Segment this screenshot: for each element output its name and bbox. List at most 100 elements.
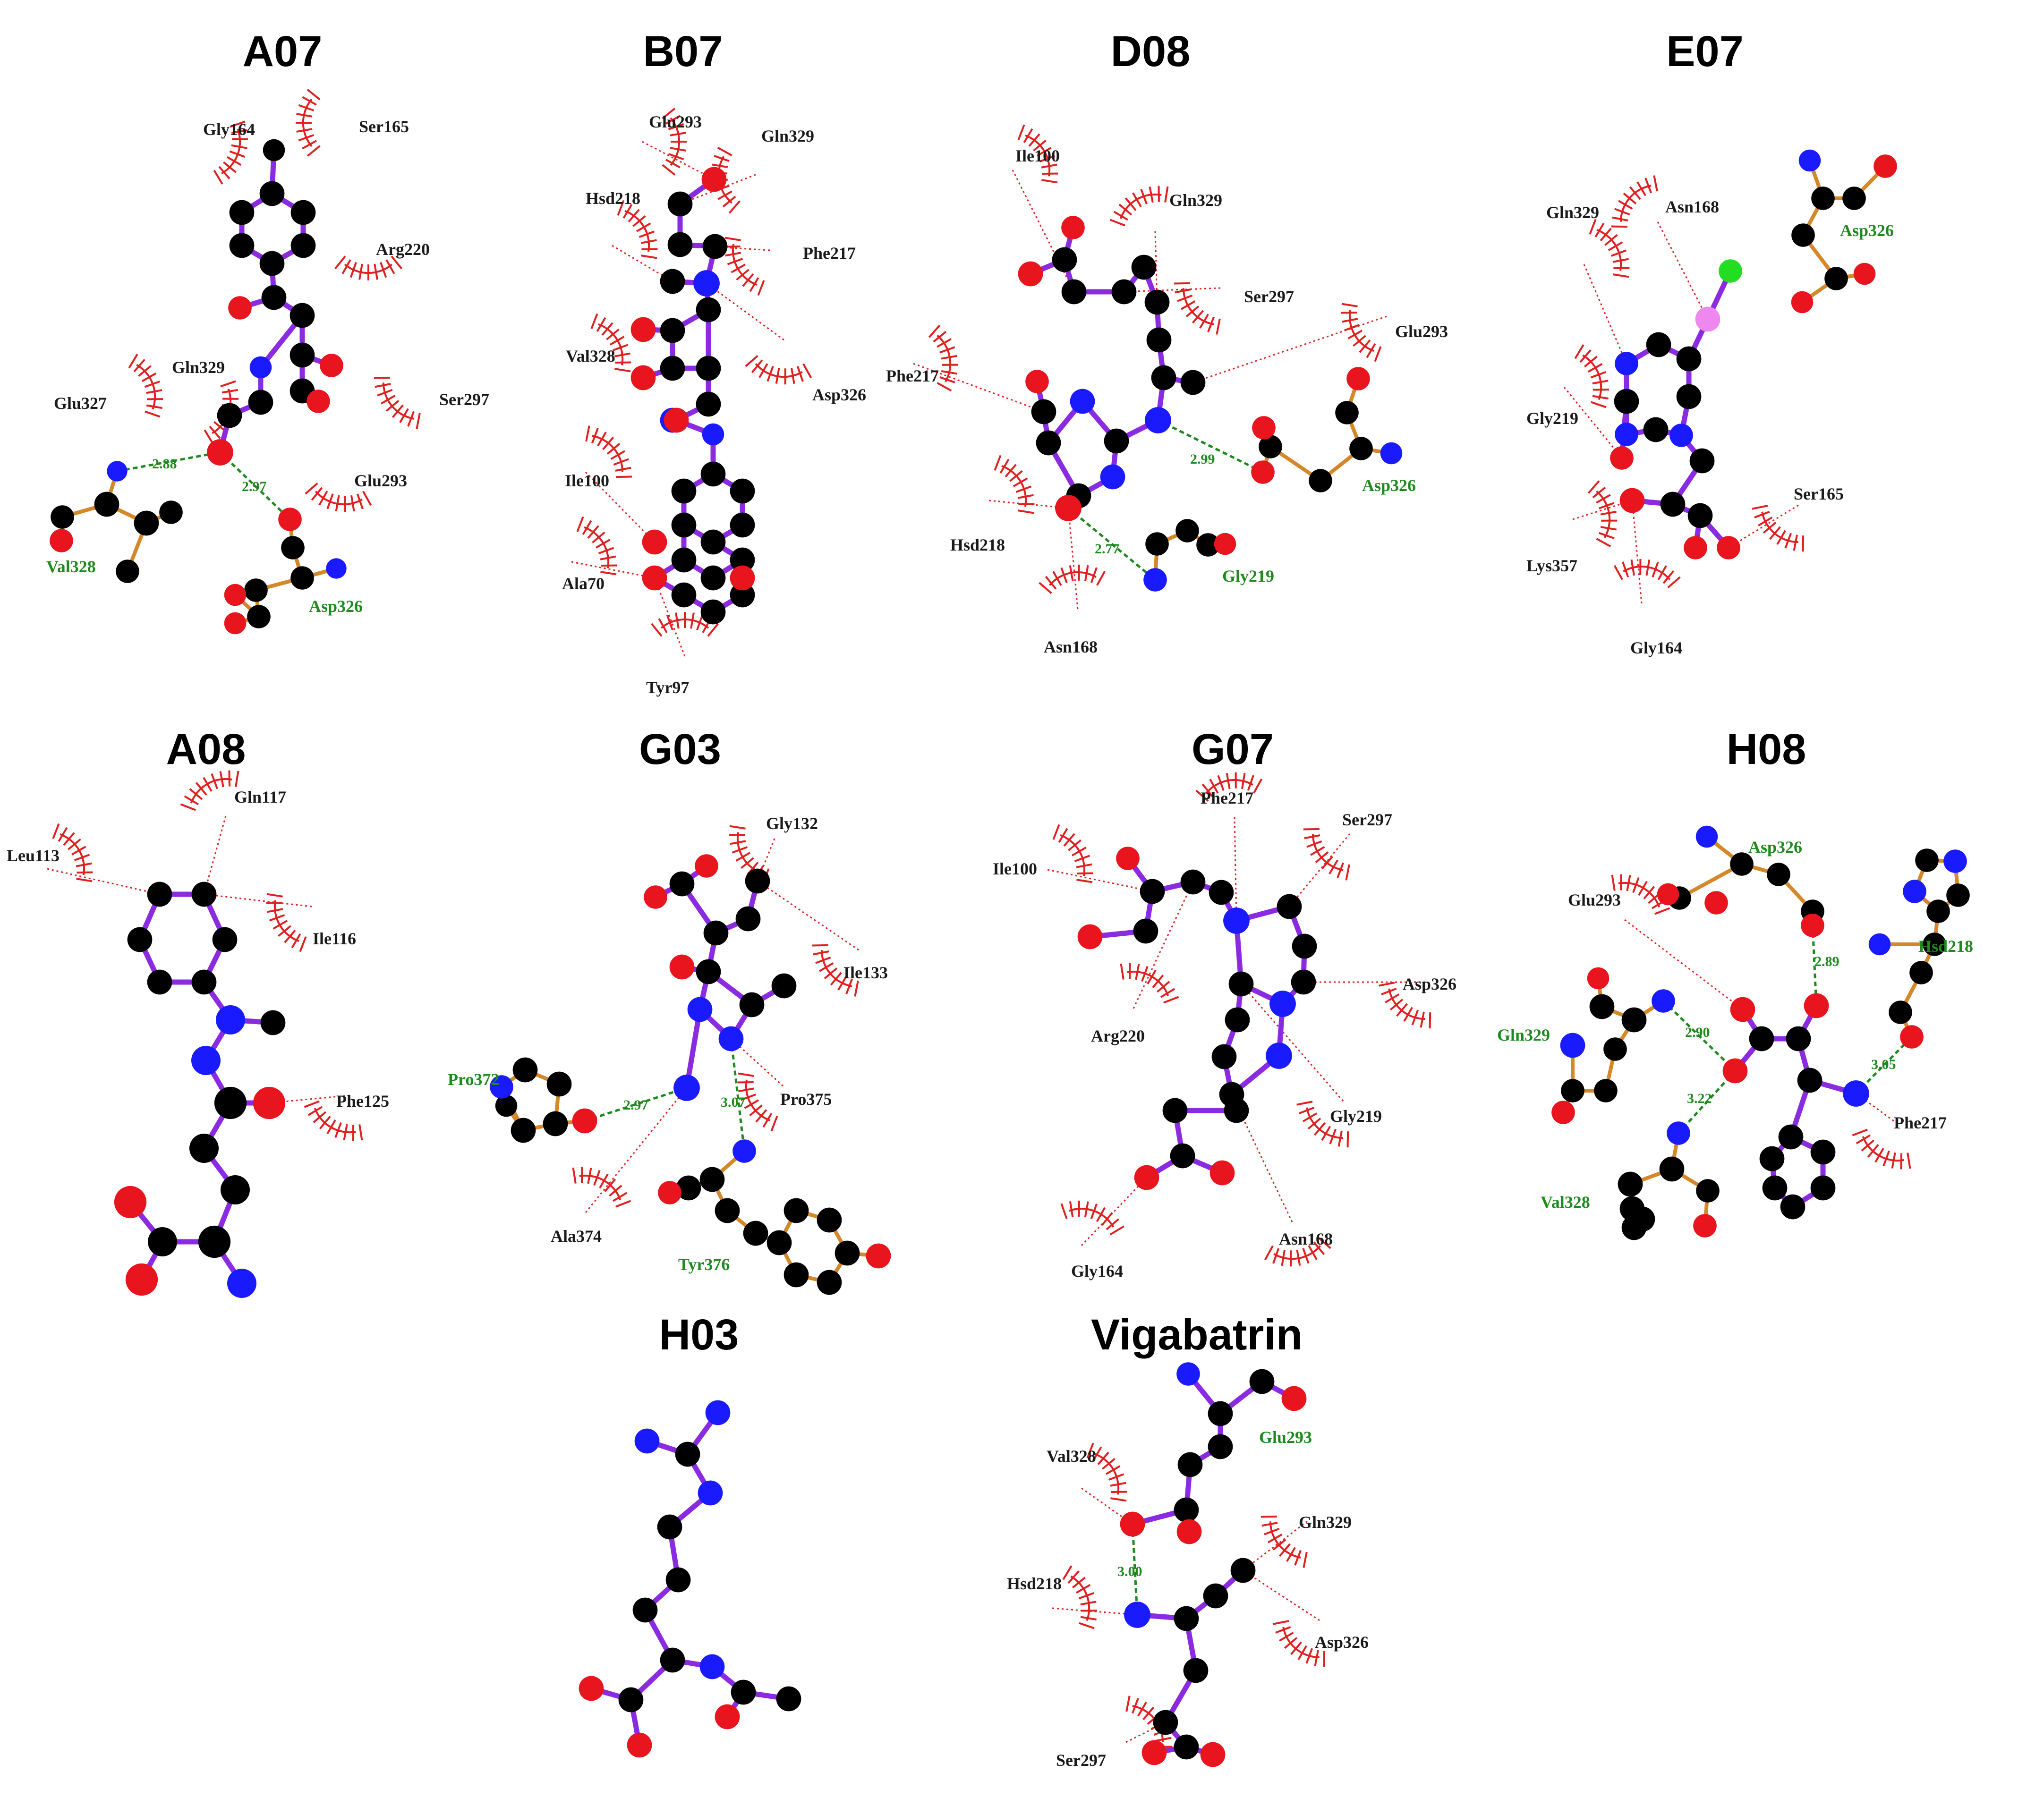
oxygen-atom-icon: [1801, 914, 1824, 937]
hydrophobic-arc-spoke: [937, 338, 952, 348]
hydrophobic-arc-spoke: [1268, 1534, 1283, 1543]
hbond-line: [1662, 1000, 1736, 1072]
carbon-atom-icon: [1335, 401, 1359, 424]
hydrophobic-arc-spoke: [1275, 1626, 1291, 1634]
hydrophobic-arc-spoke: [296, 128, 313, 133]
hydrophobic-arc-spoke: [1129, 963, 1131, 979]
hydrophobic-arc-spoke: [1137, 1702, 1147, 1717]
carbon-atom-icon: [1259, 435, 1282, 458]
carbon-atom-icon: [700, 565, 726, 591]
residue-label-ser165: Ser165: [1794, 484, 1844, 503]
residue-label-ser297: Ser297: [439, 390, 489, 409]
hydrophobic-arc-spoke: [784, 368, 786, 385]
residue-label-ile100: Ile100: [1015, 146, 1060, 165]
residue-label-asp326: Asp326: [1403, 975, 1456, 993]
carbon-atom-icon: [1618, 1171, 1643, 1197]
hydrophobic-arc-spoke: [1611, 874, 1616, 891]
residue-label-gln329: Gln329: [1546, 203, 1599, 222]
hydrophobic-arc-spoke: [229, 150, 246, 158]
carbon-atom-icon: [1183, 1658, 1209, 1683]
oxygen-atom-icon: [1684, 536, 1707, 560]
hydrophobic-arc-spoke: [1867, 1144, 1879, 1158]
hydrophobic-arc-spoke: [1142, 1706, 1155, 1721]
carbon-atom-icon: [667, 191, 693, 217]
hydrophobic-arc-spoke: [690, 612, 695, 629]
hydrophobic-arc-spoke: [668, 153, 684, 161]
hydrophobic-arc-spoke: [1596, 538, 1611, 548]
carbon-atom-icon: [1561, 1079, 1584, 1102]
residue-label-arg220: Arg220: [1091, 1026, 1145, 1045]
carbon-atom-icon: [1689, 448, 1715, 474]
hydrophobic-arc-spoke: [585, 425, 590, 442]
carbon-atom-icon: [1614, 389, 1639, 414]
hydrophobic-arc-spoke: [147, 398, 163, 400]
hbond-residue-label-hsd218: Hsd218: [1918, 937, 1973, 956]
hydrophobic-arc-spoke: [812, 944, 828, 947]
hydrophobic-arc-spoke: [1092, 1446, 1102, 1462]
carbon-atom-icon: [290, 200, 316, 225]
hydrophobic-arc-spoke: [1653, 175, 1658, 192]
carbon-atom-icon: [1175, 519, 1199, 543]
hydrophobic-arc-spoke: [211, 773, 218, 789]
residue-label-hsd218: Hsd218: [586, 189, 640, 208]
hydrophobic-arc-spoke: [1052, 571, 1062, 586]
residue-label-ile116: Ile116: [313, 929, 356, 948]
hydrophobic-arc-spoke: [407, 411, 415, 427]
residue-label-lys357: Lys357: [1526, 556, 1577, 575]
hydrophobic-arc-spoke: [141, 372, 157, 382]
residue-label-gln329: Gln329: [1299, 1513, 1352, 1532]
hydrophobic-arc-spoke: [738, 1072, 754, 1077]
carbon-atom-icon: [1153, 1710, 1178, 1735]
residue-bond: [1678, 862, 1744, 900]
hydrophobic-contact-icon: [374, 376, 421, 429]
hydrophobic-arc-spoke: [221, 389, 238, 394]
hydrophobic-arc-spoke: [1769, 526, 1781, 540]
oxygen-atom-icon: [579, 1676, 604, 1701]
hydrophobic-arc-spoke: [375, 383, 391, 388]
hydrophobic-arc-spoke: [1009, 470, 1023, 482]
carbon-atom-icon: [1786, 1026, 1811, 1051]
residue-label-ser297: Ser297: [1342, 810, 1392, 829]
hydrophobic-arc-spoke: [1141, 966, 1149, 982]
hydrophobic-arc-spoke: [213, 170, 223, 185]
hydrophobic-arc-spoke: [736, 269, 749, 281]
hydrophobic-arc-spoke: [729, 834, 745, 836]
hydrophobic-arc-spoke: [658, 618, 668, 633]
nitrogen-atom-icon: [1223, 907, 1250, 934]
hydrophobic-arc-spoke: [1078, 1592, 1095, 1600]
carbon-atom-icon: [1909, 961, 1933, 984]
hydrophobic-arc-spoke: [1882, 1150, 1890, 1167]
hydrophobic-arc-spoke: [1587, 480, 1600, 494]
hydrophobic-arc-spoke: [612, 1192, 628, 1202]
hydrophobic-arc-spoke: [735, 852, 751, 862]
nitrogen-atom-icon: [718, 1026, 744, 1051]
residue-label-gly164: Gly164: [1071, 1262, 1123, 1280]
hydrophobic-arc-spoke: [1411, 1009, 1419, 1026]
hydrophobic-arc-spoke: [830, 972, 842, 986]
carbon-atom-icon: [1810, 1175, 1836, 1201]
hydrophobic-arc-spoke: [590, 313, 598, 329]
hydrophobic-arc-spoke: [1079, 1622, 1095, 1629]
phosphorus-atom-icon: [1719, 259, 1742, 283]
hydrophobic-arc-spoke: [714, 155, 730, 162]
hydrophobic-arc-spoke: [145, 410, 161, 418]
hydrophobic-arc-spoke: [616, 475, 632, 478]
hydrophobic-arc-spoke: [1763, 522, 1777, 534]
hydrophobic-arc-spoke: [1385, 993, 1400, 1003]
hydrophobic-contact-icon: [590, 313, 631, 373]
hydrophobic-arc-spoke: [802, 363, 812, 379]
hbond-residue-label-gly219: Gly219: [1222, 567, 1274, 585]
hydrophobic-arc-spoke: [326, 493, 334, 509]
carbon-atom-icon: [715, 1198, 740, 1223]
hydrophobic-arc-spoke: [1614, 208, 1630, 216]
hydrophobic-contact-icon: [928, 324, 958, 392]
hydrophobic-contact-icon: [1611, 175, 1658, 228]
hydrophobic-contact-icon: [1752, 505, 1805, 552]
carbon-atom-icon: [1767, 863, 1790, 886]
carbon-atom-icon: [1209, 880, 1234, 905]
hydrophobic-arc-spoke: [1260, 1515, 1277, 1518]
nitrogen-atom-icon: [1695, 825, 1718, 848]
hydrophobic-arc-spoke: [595, 539, 611, 549]
